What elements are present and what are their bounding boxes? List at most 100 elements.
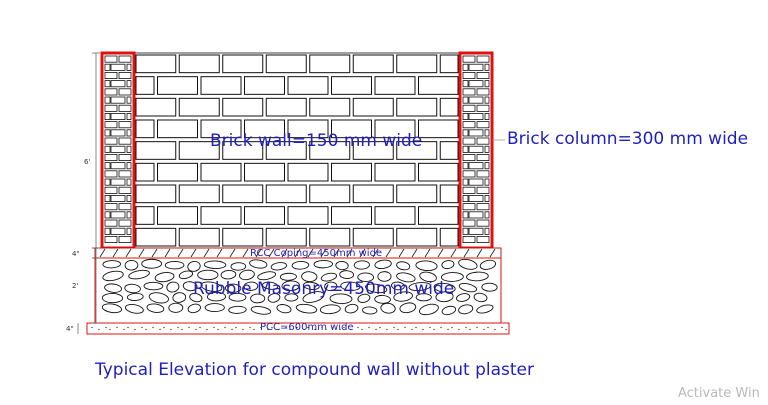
rubble-stone (335, 260, 349, 271)
column-brick (104, 219, 118, 227)
pcc-speck (231, 328, 233, 331)
brick (396, 184, 438, 204)
coping-hatch (489, 248, 496, 258)
column-brick (462, 113, 469, 121)
brick (265, 184, 307, 204)
column-brick (462, 63, 469, 71)
pcc-speck (134, 328, 136, 331)
rubble-stone (374, 259, 392, 270)
coping-hatch (281, 248, 288, 258)
column-brick (104, 121, 118, 129)
coping-hatch (372, 248, 379, 258)
pcc-speck (458, 328, 460, 331)
column-brick (110, 194, 126, 202)
column-brick (484, 178, 490, 186)
rubble-stone (391, 281, 405, 291)
brick (309, 227, 351, 247)
wall-height-dimension: 6' (84, 158, 91, 166)
rubble-stone (396, 272, 416, 283)
brick (439, 227, 459, 247)
pcc-speck (260, 326, 262, 329)
column-brick (118, 137, 132, 145)
rubble-stone (267, 293, 281, 303)
coping-hatch (450, 248, 457, 258)
column-brick (468, 96, 484, 104)
pcc-speck (98, 328, 100, 331)
pcc-speck (368, 326, 370, 329)
rubble-stone (435, 291, 454, 303)
rubble-stone (276, 304, 292, 314)
column-brick (476, 235, 490, 243)
coping-hatch (125, 248, 132, 258)
rubble-stone (220, 269, 237, 280)
column-brick (104, 80, 111, 88)
column-brick (126, 162, 132, 170)
pcc-speck (199, 326, 201, 329)
column-brick (126, 80, 132, 88)
pcc-speck (145, 328, 147, 331)
coping-hatch (359, 248, 366, 258)
column-brick (104, 88, 118, 96)
coping-hatch (190, 248, 197, 258)
pcc-speck (476, 326, 478, 329)
column-brick (126, 227, 132, 235)
brick (178, 141, 220, 160)
pcc-speck (296, 326, 298, 329)
pcc-speck (249, 326, 251, 329)
brick (418, 162, 459, 182)
rubble-stone (324, 281, 338, 292)
pcc-speck (415, 326, 417, 329)
rubble-stone (187, 303, 201, 314)
rubble-stone (126, 292, 144, 302)
column-brick (118, 186, 132, 194)
column-brick (468, 80, 484, 88)
column-brick (104, 129, 111, 137)
coping-hatch (385, 248, 392, 258)
brick (352, 227, 394, 247)
brick (265, 227, 307, 247)
column-brick (484, 227, 490, 235)
brick (244, 206, 285, 225)
rubble-stone (441, 260, 455, 270)
rubble-stone (243, 281, 259, 291)
pcc-speck (181, 328, 183, 331)
rubble-stone (365, 283, 388, 294)
brick (309, 141, 351, 160)
brick (135, 54, 177, 74)
brick (265, 141, 307, 160)
pcc-speck (429, 326, 431, 329)
pcc-speck (127, 326, 129, 329)
brick (157, 162, 198, 182)
column-brick (110, 63, 126, 71)
rubble-stone (197, 269, 219, 281)
coping-hatch (99, 248, 106, 258)
column-brick (476, 121, 490, 129)
pcc-speck (375, 328, 377, 331)
coping-hatch (255, 248, 262, 258)
column-brick (462, 137, 476, 145)
brick (418, 119, 459, 139)
rubble-stone (224, 283, 242, 293)
rubble-stone (249, 259, 268, 269)
brick (439, 141, 459, 160)
pcc-speck (339, 328, 341, 331)
column-brick (476, 219, 490, 227)
rubble-stone (257, 271, 277, 281)
column-brick (118, 55, 132, 63)
column-brick (118, 203, 132, 211)
column-brick (468, 63, 484, 71)
pcc-speck (152, 326, 154, 329)
rubble-stone (458, 304, 474, 315)
pcc-speck (267, 328, 269, 331)
column-brick (104, 153, 118, 161)
brick (135, 141, 177, 160)
brick (352, 184, 394, 204)
rubble-stone (104, 283, 122, 293)
column-brick (476, 88, 490, 96)
pcc-speck (235, 326, 237, 329)
pcc-speck (278, 328, 280, 331)
brick (309, 54, 351, 74)
coping-hatch (294, 248, 301, 258)
column-brick (126, 96, 132, 104)
rubble-stone (301, 271, 318, 283)
